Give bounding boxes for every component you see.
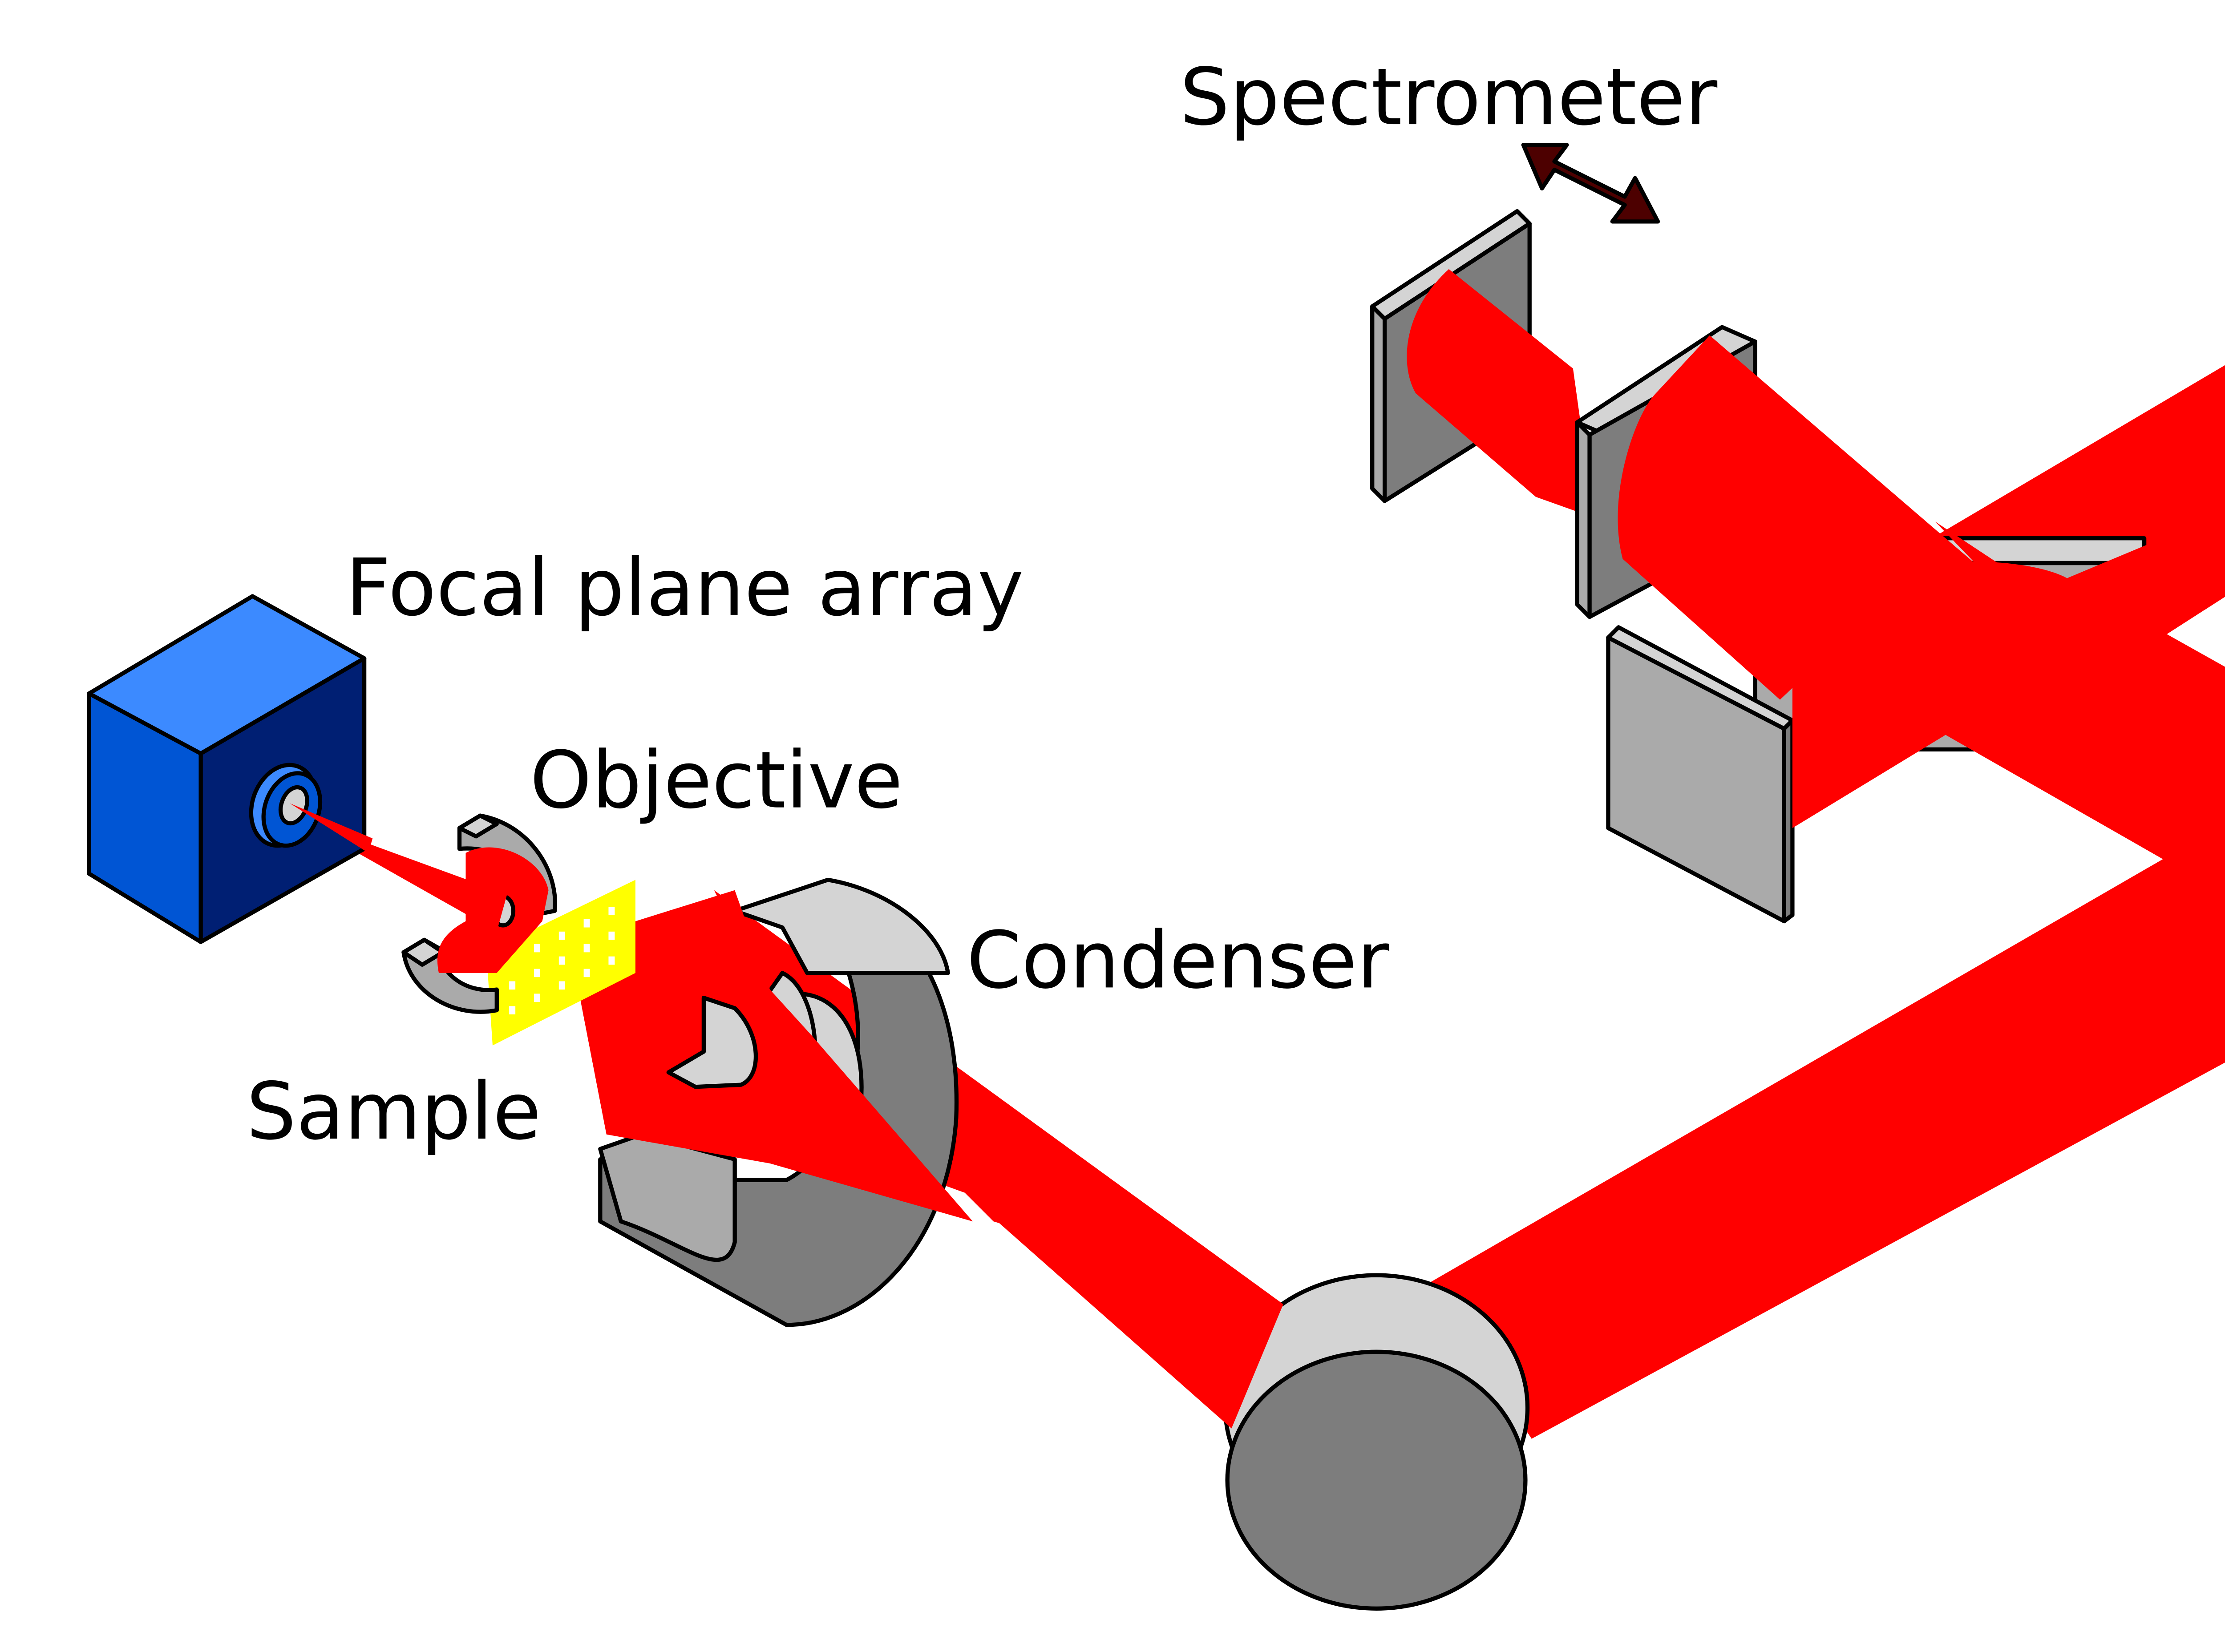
focusing-mirror xyxy=(1223,1273,1530,1611)
beam-into-detector xyxy=(290,803,373,853)
condenser-beam xyxy=(569,890,973,1222)
beam-elbow xyxy=(1792,561,2225,902)
sample xyxy=(486,880,635,1046)
label-objective: Objective xyxy=(530,735,903,826)
spectrometer-motion-arrow xyxy=(1521,143,1660,224)
spectrometer-beam-2 xyxy=(1618,335,2225,778)
beam-to-focusing-mirror xyxy=(1428,825,2225,1439)
condenser-aperture xyxy=(666,996,758,1089)
spectrometer-mirror-3 xyxy=(1606,625,1795,924)
label-spectrometer: Spectrometer xyxy=(1180,51,1717,143)
label-focal-plane-array: Focal plane array xyxy=(346,542,1024,634)
label-sample: Sample xyxy=(246,1066,541,1157)
focal-plane-array xyxy=(87,594,367,944)
label-condenser: Condenser xyxy=(967,914,1389,1006)
spectrometer-beam-1 xyxy=(1407,269,1594,518)
